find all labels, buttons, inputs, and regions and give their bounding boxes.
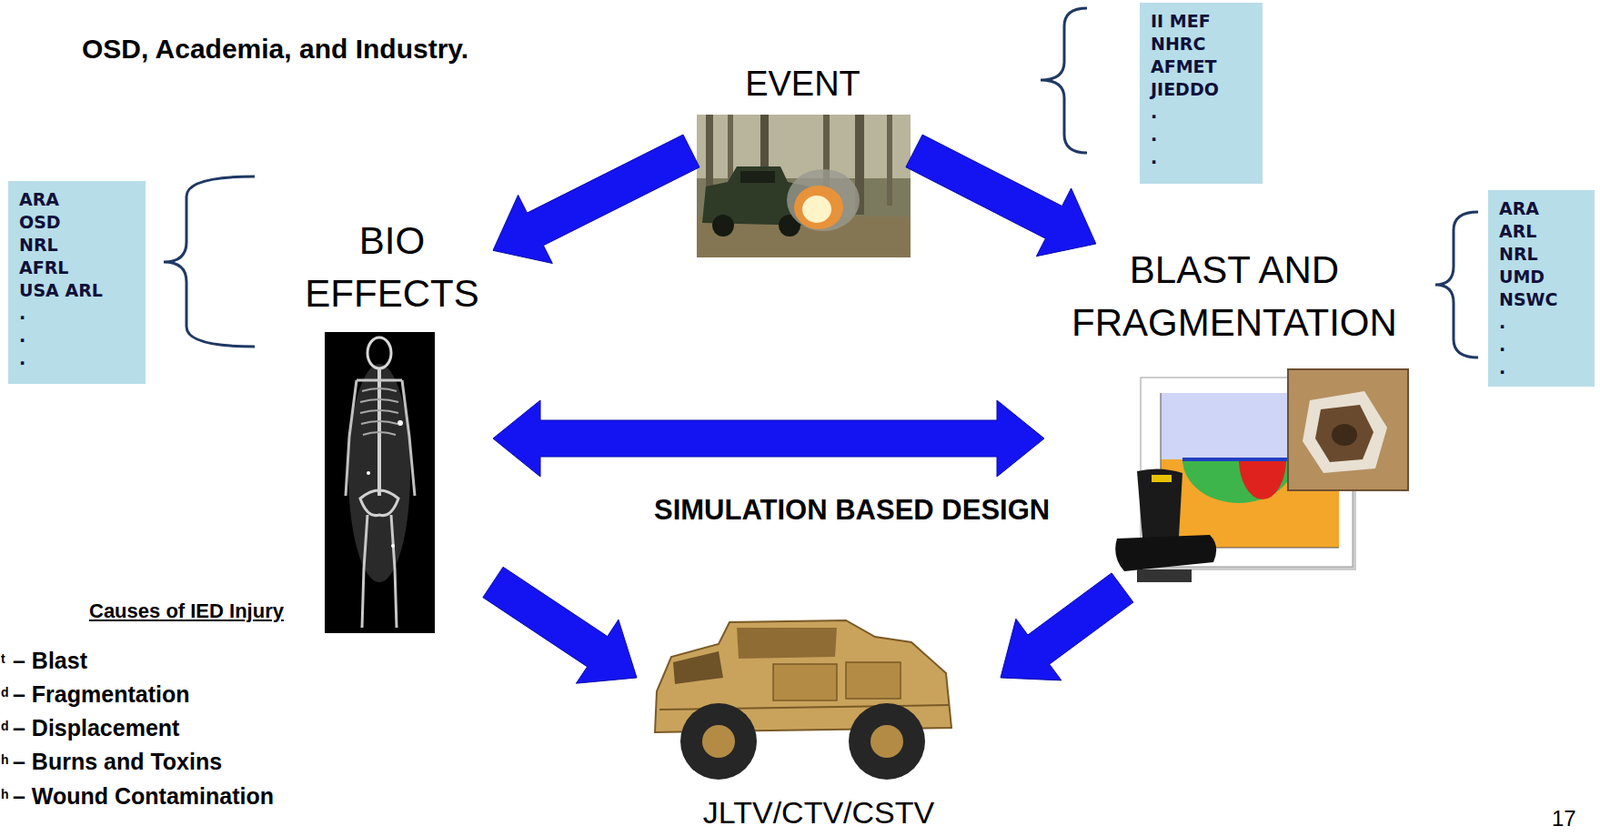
stage-group: EVENT (691, 60, 915, 262)
organization-name: NHRC (1150, 32, 1252, 56)
organization-list-box: ARAARLNRLUMDNSWC... (1488, 190, 1595, 387)
block-arrow (483, 566, 637, 684)
injury-cause: – Fragmentation (12, 681, 190, 708)
organization-name: ARA (19, 188, 135, 212)
organization-name: ARL (1499, 220, 1584, 243)
block-arrow (1000, 573, 1134, 681)
brace (1040, 8, 1087, 153)
event-photo (696, 114, 911, 258)
stage-group: JLTV/CTV/CSTV (636, 611, 1001, 832)
organization-name: . (1150, 146, 1252, 170)
injury-cause: – Blast (12, 647, 88, 675)
organization-name: NRL (19, 233, 135, 257)
block-arrow (493, 134, 700, 264)
organization-name: AFRL (19, 256, 135, 280)
organization-name: UMD (1499, 265, 1584, 289)
stage-title: JLTV/CTV/CSTV (703, 794, 935, 830)
organization-name: JIEDDO (1150, 78, 1252, 101)
organization-list-box: II MEFNHRCAFMETJIEDDO... (1139, 2, 1263, 184)
superscript-fragment: h (0, 786, 10, 802)
superscript-fragment: d (0, 718, 10, 734)
design-label: SIMULATION BASED DESIGN (654, 493, 1050, 527)
organization-name: USA ARL (19, 279, 135, 302)
crater-photo (1288, 369, 1409, 491)
brace (163, 176, 255, 347)
organization-list-box: ARAOSDNRLAFRLUSA ARL... (8, 181, 146, 384)
organization-name: . (19, 301, 135, 325)
legend-heading: Causes of IED Injury (89, 599, 284, 623)
stage-title: BIO EFFECTS (296, 214, 488, 321)
organization-name: II MEF (1150, 10, 1252, 33)
injury-cause: – Burns and Toxins (12, 748, 222, 775)
organization-name: . (1150, 123, 1252, 147)
injury-cause: – Displacement (12, 714, 180, 742)
organization-name: AFMET (1150, 55, 1252, 79)
organization-name: OSD (19, 211, 135, 234)
xray-image (324, 332, 435, 634)
note-text: OSD, Academia, and Industry. (81, 32, 469, 65)
stage-group: BLAST AND FRAGMENTATION (1044, 243, 1425, 588)
seat-image (1115, 468, 1217, 583)
block-arrow (905, 134, 1097, 257)
stage-title: EVENT (744, 63, 861, 104)
organization-name: . (1499, 311, 1584, 334)
brace (1435, 211, 1479, 358)
organization-name: NSWC (1499, 288, 1584, 312)
organization-name: NRL (1499, 242, 1584, 266)
organization-name: ARA (1499, 197, 1584, 221)
stage-title: BLAST AND FRAGMENTATION (1049, 243, 1419, 350)
organization-name: . (1499, 333, 1584, 357)
stage-group: BIO EFFECTS (291, 214, 494, 635)
injury-cause: – Wound Contamination (12, 783, 274, 810)
superscript-fragment: h (0, 752, 10, 767)
organization-name: . (1499, 356, 1584, 380)
superscript-fragment: t (0, 651, 6, 666)
organization-name: . (1150, 100, 1252, 124)
organization-name: . (19, 324, 135, 348)
vehicle-drawing (654, 620, 952, 780)
page-number: 17 (1551, 805, 1577, 832)
superscript-fragment: d (0, 684, 10, 700)
organization-name: . (19, 347, 135, 371)
block-arrow (493, 400, 1045, 477)
